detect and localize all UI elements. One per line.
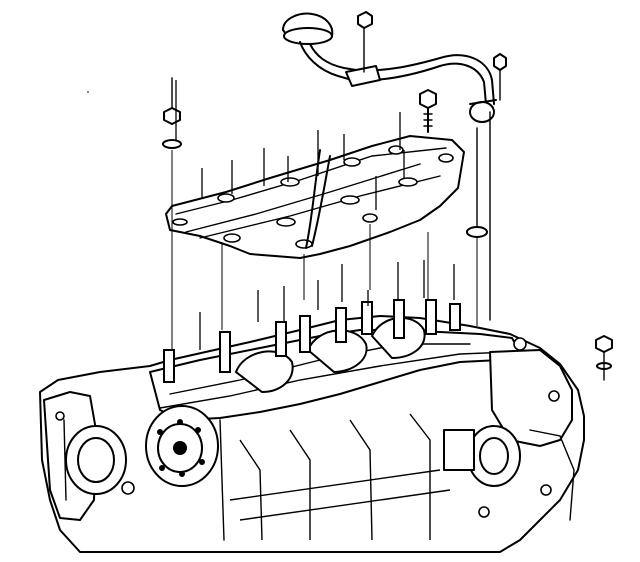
crankshaft-flange — [145, 405, 219, 487]
washer-icon — [466, 226, 488, 238]
bolt-icon — [493, 53, 507, 101]
nut-icon — [162, 77, 182, 149]
baffle-studs — [175, 80, 405, 210]
main-cap-bolts — [163, 299, 461, 383]
bolt-icon — [419, 89, 437, 133]
alignment-lines — [171, 150, 478, 360]
engine-block — [39, 260, 585, 553]
oil-pan-baffle — [165, 135, 465, 259]
bolt-icon — [357, 11, 373, 73]
bolt-icon — [595, 335, 613, 381]
stray-mark — [87, 91, 89, 93]
oil-pickup-tube — [282, 12, 497, 123]
upper-fasteners — [162, 11, 507, 321]
